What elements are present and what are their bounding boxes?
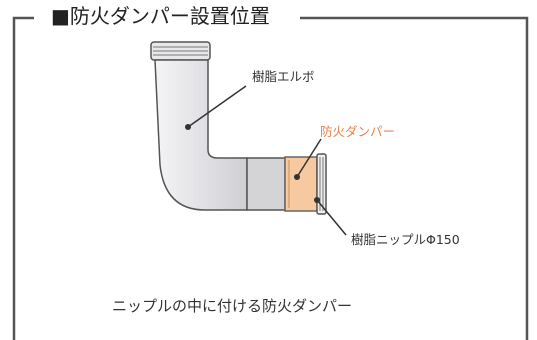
frame-line (12, 16, 34, 340)
nipple-sleeve (246, 157, 286, 211)
leader-line-elbow (187, 85, 247, 128)
leader-line-damper (296, 138, 322, 178)
leader-dot-nipple (314, 197, 320, 203)
leader-dot-elbow (185, 124, 191, 130)
elbow-pipe (154, 59, 248, 211)
caption: ニップルの中に付ける防火ダンパー (112, 297, 353, 315)
leader-line-nipple (316, 199, 347, 236)
leader-dot-damper (294, 174, 300, 180)
label-elbow: 樹脂エルボ (252, 69, 315, 84)
fire-damper (284, 156, 318, 212)
label-nipple: 樹脂ニップルΦ150 (351, 232, 460, 247)
diagram-title: ■防火ダンパー設置位置 (46, 3, 275, 29)
label-damper: 防火ダンパー (320, 124, 396, 139)
frame-line (300, 16, 529, 340)
